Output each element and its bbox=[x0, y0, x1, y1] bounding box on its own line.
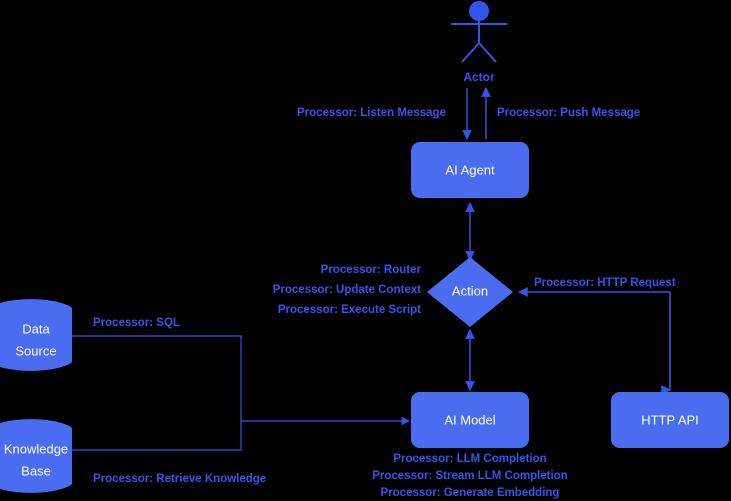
actor-label: Actor bbox=[463, 70, 495, 84]
edge-retrieve-knowledge: Processor: Retrieve Knowledge bbox=[72, 421, 266, 485]
http-request-label: Processor: HTTP Request bbox=[534, 277, 676, 289]
actor-right-leg-icon bbox=[478, 42, 497, 63]
retrieve-knowledge-label: Processor: Retrieve Knowledge bbox=[93, 473, 266, 485]
ai-model-processor-labels: Processor: LLM Completion Processor: Str… bbox=[372, 453, 568, 499]
listen-message-label: Processor: Listen Message bbox=[297, 107, 446, 119]
sql-path bbox=[72, 335, 242, 421]
knowledge-base-node[interactable]: Knowledge Base bbox=[0, 419, 72, 493]
push-message-label: Processor: Push Message bbox=[497, 107, 640, 119]
action-processor-labels: Processor: Router Processor: Update Cont… bbox=[273, 264, 422, 316]
llm-completion-label: Processor: LLM Completion bbox=[393, 453, 546, 465]
ai-agent-box[interactable] bbox=[411, 142, 529, 198]
actor-node[interactable]: Actor bbox=[451, 1, 507, 84]
action-node[interactable]: Action bbox=[427, 257, 513, 327]
knowledge-base-cylinder[interactable] bbox=[0, 419, 72, 493]
actor-head-icon bbox=[469, 1, 489, 21]
execute-script-label: Processor: Execute Script bbox=[278, 304, 421, 316]
generate-embedding-label: Processor: Generate Embedding bbox=[381, 487, 560, 499]
action-label: Action bbox=[452, 283, 488, 298]
data-source-label-line2: Source bbox=[15, 343, 56, 358]
data-source-label-line1: Data bbox=[22, 321, 50, 336]
data-source-node[interactable]: Data Source bbox=[0, 299, 72, 371]
ai-model-node[interactable]: AI Model bbox=[411, 392, 529, 448]
http-api-label: HTTP API bbox=[641, 412, 699, 427]
http-api-box[interactable] bbox=[611, 392, 729, 448]
update-context-label: Processor: Update Context bbox=[273, 284, 421, 296]
edge-sql: Processor: SQL bbox=[72, 317, 242, 421]
actor-left-leg-icon bbox=[461, 42, 480, 63]
ai-model-label: AI Model bbox=[444, 412, 495, 427]
ai-model-box[interactable] bbox=[411, 392, 529, 448]
sql-label: Processor: SQL bbox=[93, 317, 180, 329]
edge-push-message: Processor: Push Message bbox=[481, 87, 640, 139]
http-request-path bbox=[520, 291, 671, 390]
data-source-cylinder[interactable] bbox=[0, 299, 72, 371]
edge-listen-message: Processor: Listen Message bbox=[297, 88, 472, 140]
knowledge-base-label-line1: Knowledge bbox=[4, 441, 68, 456]
knowledge-base-label-line2: Base bbox=[21, 463, 51, 478]
edge-http-request: Processor: HTTP Request bbox=[518, 277, 676, 391]
retrieve-knowledge-path bbox=[72, 421, 242, 451]
action-diamond[interactable] bbox=[427, 257, 513, 327]
ai-agent-label: AI Agent bbox=[445, 162, 495, 177]
router-label: Processor: Router bbox=[321, 264, 422, 276]
stream-llm-completion-label: Processor: Stream LLM Completion bbox=[372, 470, 568, 482]
ai-agent-node[interactable]: AI Agent bbox=[411, 142, 529, 198]
http-api-node[interactable]: HTTP API bbox=[611, 392, 729, 448]
